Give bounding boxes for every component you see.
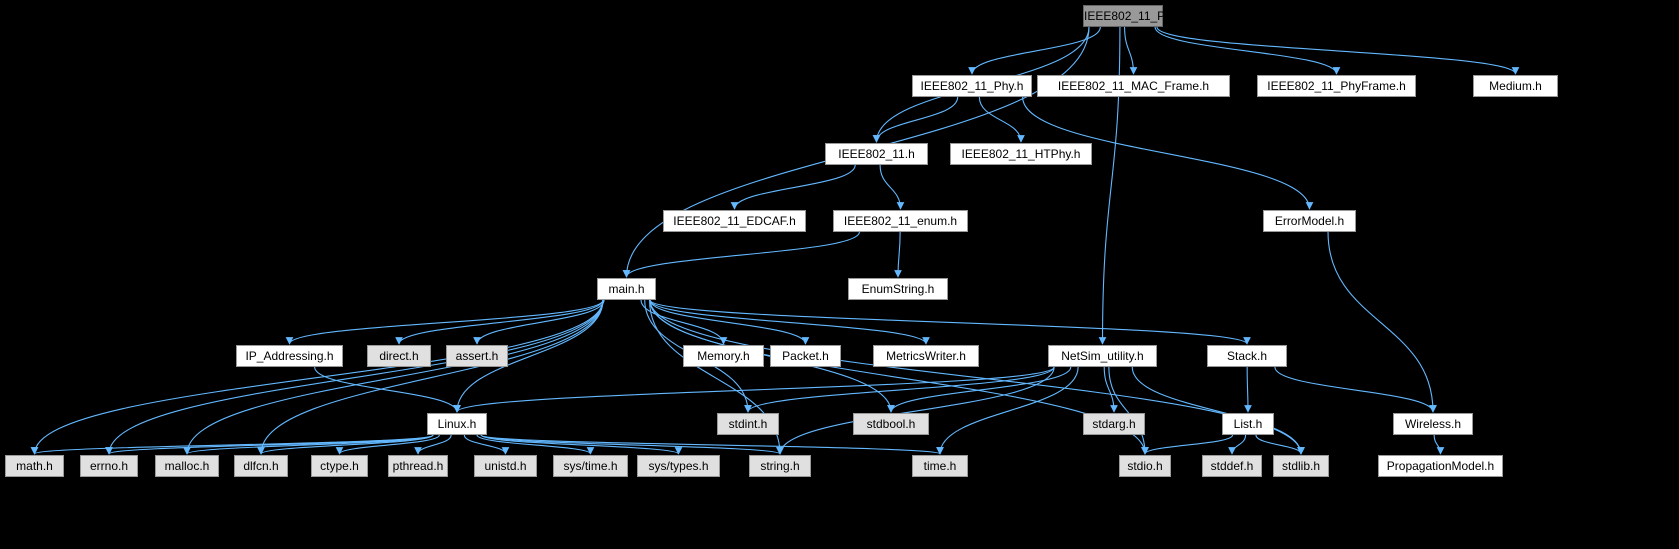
edge-stack-to-wireless <box>1274 366 1437 413</box>
edge-ieee-to-enum <box>879 164 905 210</box>
node-htphy[interactable]: IEEE802_11_HTPhy.h <box>950 143 1092 165</box>
edge-netsim-to-stdarg <box>1103 366 1118 413</box>
node-stdio[interactable]: stdio.h <box>1119 455 1171 477</box>
edge-root-to-mac <box>1124 26 1138 75</box>
edge-linux-to-errno <box>105 434 434 455</box>
edge-main-to-malloc <box>183 299 604 455</box>
node-string[interactable]: string.h <box>749 455 811 477</box>
edge-netsim-to-stdlib <box>1131 366 1305 455</box>
edge-root-to-phyframe <box>1154 26 1341 75</box>
edge-error-to-wireless <box>1327 231 1437 413</box>
node-list[interactable]: List.h <box>1222 413 1274 435</box>
edge-list-to-stdlib <box>1255 434 1305 455</box>
node-stdint[interactable]: stdint.h <box>717 413 779 435</box>
node-edcaf[interactable]: IEEE802_11_EDCAF.h <box>663 210 806 232</box>
node-pthread[interactable]: pthread.h <box>388 455 448 477</box>
node-time[interactable]: time.h <box>912 455 968 477</box>
edge-phy_h-to-error <box>1022 96 1314 210</box>
edge-phy_h-to-htphy <box>978 96 1025 143</box>
edge-linux-to-string <box>480 434 784 455</box>
node-medium[interactable]: Medium.h <box>1473 75 1558 97</box>
edge-root-to-phy_h <box>968 26 1101 75</box>
edge-main-to-metrics <box>649 299 930 345</box>
node-error[interactable]: ErrorModel.h <box>1263 210 1356 232</box>
node-packet[interactable]: Packet.h <box>770 345 841 367</box>
node-errno[interactable]: errno.h <box>80 455 138 477</box>
edge-wireless-to-propagation <box>1433 434 1445 455</box>
edge-main-to-assert <box>473 299 605 345</box>
edge-root-to-medium <box>1156 26 1520 75</box>
node-stddef[interactable]: stddef.h <box>1202 455 1262 477</box>
edge-linux-to-systypes <box>480 434 683 455</box>
edge-list-to-stdio <box>1141 434 1234 455</box>
edge-linux-to-unistd <box>463 434 510 455</box>
node-wireless[interactable]: Wireless.h <box>1393 413 1473 435</box>
node-direct[interactable]: direct.h <box>367 345 431 367</box>
node-systime[interactable]: sys/time.h <box>553 455 628 477</box>
node-dlfcn[interactable]: dlfcn.h <box>234 455 288 477</box>
edge-enum-to-enumstr <box>894 231 902 278</box>
edge-main-to-dlfcn <box>257 299 604 455</box>
edge-main-to-math <box>30 299 604 455</box>
node-ieee[interactable]: IEEE802_11.h <box>825 143 928 165</box>
edge-main-to-errno <box>105 299 604 455</box>
edge-netsim-to-stdbool <box>887 366 1072 413</box>
node-mac[interactable]: IEEE802_11_MAC_Frame.h <box>1037 75 1230 97</box>
node-assert[interactable]: assert.h <box>446 345 508 367</box>
edge-list-to-stddef <box>1228 434 1247 455</box>
node-malloc[interactable]: malloc.h <box>155 455 219 477</box>
node-systypes[interactable]: sys/types.h <box>637 455 720 477</box>
node-propagation[interactable]: PropagationModel.h <box>1378 455 1503 477</box>
node-stack[interactable]: Stack.h <box>1207 345 1287 367</box>
node-stdarg[interactable]: stdarg.h <box>1083 413 1145 435</box>
edge-linux-to-systime <box>476 434 595 455</box>
node-enum[interactable]: IEEE802_11_enum.h <box>833 210 968 232</box>
node-netsim[interactable]: NetSim_utility.h <box>1048 345 1157 367</box>
node-math[interactable]: math.h <box>5 455 64 477</box>
edge-enum-to-main <box>622 231 860 278</box>
edge-linux-to-time <box>480 434 944 455</box>
node-ipaddr[interactable]: IP_Addressing.h <box>236 345 343 367</box>
edge-linux-to-malloc <box>183 434 434 455</box>
node-stdbool[interactable]: stdbool.h <box>853 413 929 435</box>
node-memory[interactable]: Memory.h <box>683 345 764 367</box>
edge-phy_h-to-ieee <box>872 96 959 143</box>
node-phyframe[interactable]: IEEE802_11_PhyFrame.h <box>1257 75 1416 97</box>
edge-netsim-to-stdint <box>744 366 1055 413</box>
edge-main-to-ipaddr <box>285 299 604 345</box>
edge-main-to-memory <box>640 299 728 345</box>
edge-stack-to-list <box>1244 366 1252 413</box>
node-linux[interactable]: Linux.h <box>427 413 487 435</box>
edge-linux-to-math <box>30 434 434 455</box>
node-metrics[interactable]: MetricsWriter.h <box>873 345 979 367</box>
edge-linux-to-pthread <box>414 434 452 455</box>
node-stdlib[interactable]: stdlib.h <box>1273 455 1329 477</box>
edge-linux-to-ctype <box>335 434 440 455</box>
edge-main-to-stack <box>649 299 1251 345</box>
edge-netsim-to-stdio <box>1108 366 1149 455</box>
edge-linux-to-dlfcn <box>257 434 434 455</box>
node-unistd[interactable]: unistd.h <box>474 455 537 477</box>
edge-main-to-linux <box>453 299 604 413</box>
edge-ieee-to-edcaf <box>730 164 856 210</box>
edge-main-to-direct <box>395 299 604 345</box>
node-root[interactable]: IEEE802_11_Phy.c <box>1083 5 1186 27</box>
node-ctype[interactable]: ctype.h <box>311 455 368 477</box>
edge-netsim-to-time <box>936 366 1079 455</box>
edge-ipaddr-to-linux <box>314 366 461 413</box>
node-main[interactable]: main.h <box>597 278 656 300</box>
node-phy-h[interactable]: IEEE802_11_Phy.h <box>912 75 1032 97</box>
edge-netsim-to-linux <box>453 366 1055 413</box>
edge-netsim-to-string <box>776 366 1055 455</box>
edge-main-to-packet <box>649 299 810 345</box>
node-enumstr[interactable]: EnumString.h <box>848 278 948 300</box>
